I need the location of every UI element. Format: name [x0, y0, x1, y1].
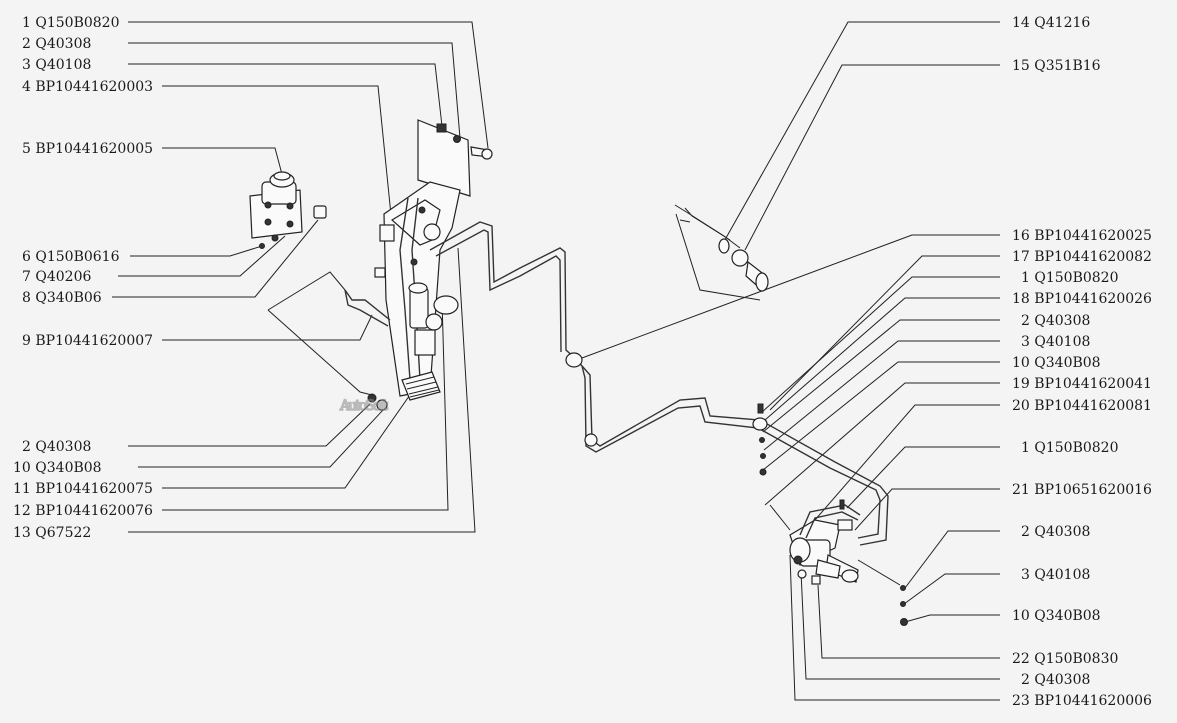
pedal-assembly — [249, 119, 493, 411]
callout-label: 4 BP10441620003 — [22, 79, 153, 95]
callout-label: 6 Q150B0616 — [22, 249, 120, 265]
callout-label: 9 BP10441620007 — [22, 333, 153, 349]
callouts-right: 14 Q41216 15 Q351B16 16 BP10441620025 17… — [1012, 15, 1152, 709]
callout-label: 2 Q40308 — [22, 439, 91, 455]
callout-label: 12 BP10441620076 — [13, 503, 153, 519]
callout-label: 22 Q150B0830 — [1012, 651, 1118, 667]
callout-label: 3 Q40108 — [1021, 334, 1090, 350]
callout-label: 23 BP10441620006 — [1012, 693, 1152, 709]
callout-label: 8 Q340B06 — [22, 290, 102, 306]
callout-label: 10 Q340B08 — [1012, 355, 1101, 371]
callout-label: 20 BP10441620081 — [1012, 398, 1152, 414]
callout-label: 21 BP10651620016 — [1012, 482, 1152, 498]
callout-label: 16 BP10441620025 — [1012, 228, 1152, 244]
callout-label: 17 BP10441620082 — [1012, 249, 1152, 265]
callout-label: 11 BP10441620075 — [13, 481, 153, 497]
callout-label: 2 Q40308 — [1021, 524, 1090, 540]
callout-label: 2 Q40308 — [1021, 672, 1090, 688]
callout-label: 2 Q40308 — [22, 36, 91, 52]
callout-label: 15 Q351B16 — [1012, 58, 1101, 74]
callout-label: 3 Q40108 — [1021, 567, 1090, 583]
callout-label: 3 Q40108 — [22, 57, 91, 73]
leader-lines-right — [581, 21, 1000, 701]
leader-lines-left — [112, 21, 489, 533]
callout-label: 18 BP10441620026 — [1012, 291, 1152, 307]
callout-label: 5 BP10441620005 — [22, 141, 153, 157]
callout-label: 7 Q40206 — [22, 269, 91, 285]
callouts-left: 1 Q150B0820 2 Q40308 3 Q40108 4 BP104416… — [13, 15, 153, 541]
callout-label: 10 Q340B08 — [1012, 608, 1101, 624]
callout-label: 1 Q150B0820 — [1021, 270, 1119, 286]
callout-label: 1 Q150B0820 — [22, 15, 120, 31]
callout-label: 14 Q41216 — [1012, 15, 1090, 31]
callout-label: 1 Q150B0820 — [1021, 440, 1119, 456]
callout-label: 13 Q67522 — [13, 525, 91, 541]
callout-label: 2 Q40308 — [1021, 313, 1090, 329]
watermark: AutoSoft — [339, 398, 388, 414]
callout-label: 19 BP10441620041 — [1012, 376, 1152, 392]
callout-label: 10 Q340B08 — [13, 460, 102, 476]
hydraulic-lines — [344, 204, 889, 546]
slave-cylinder — [769, 499, 908, 626]
